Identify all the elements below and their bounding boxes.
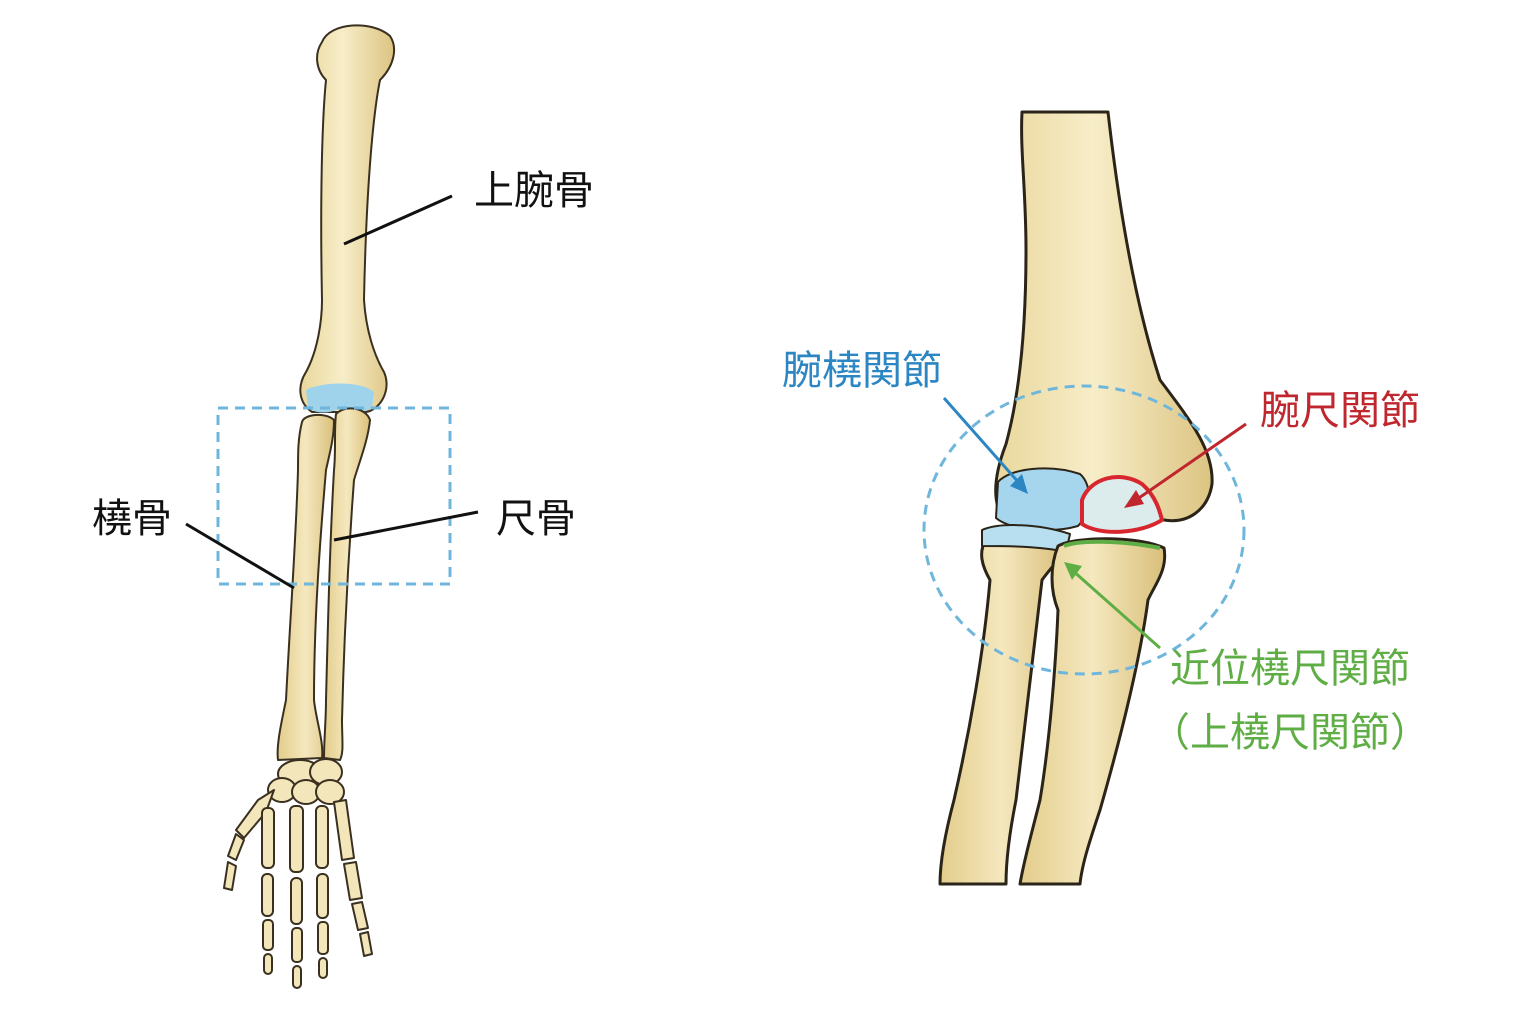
finger-bones <box>224 790 372 988</box>
proximal-radioulnar-label: 近位橈尺関節 <box>1170 646 1410 692</box>
humeroradial-label: 腕橈関節 <box>782 348 942 394</box>
ulna-label: 尺骨 <box>496 496 576 542</box>
proximal-radioulnar-sublabel: （上橈尺関節） <box>1150 710 1430 756</box>
humerus-bone <box>300 25 394 412</box>
radius-label: 橈骨 <box>92 496 172 542</box>
elbow-humerus <box>996 112 1212 521</box>
humerus-label: 上腕骨 <box>474 168 594 214</box>
arm-skeleton-illustration <box>224 25 394 988</box>
capitulum-cartilage <box>996 468 1089 530</box>
elbow-joint-illustration <box>940 112 1212 884</box>
ulna-leader-line <box>334 512 478 540</box>
humeroulnar-label: 腕尺関節 <box>1260 388 1420 434</box>
carpal-bones <box>268 759 344 804</box>
radius-leader-line <box>186 524 294 588</box>
